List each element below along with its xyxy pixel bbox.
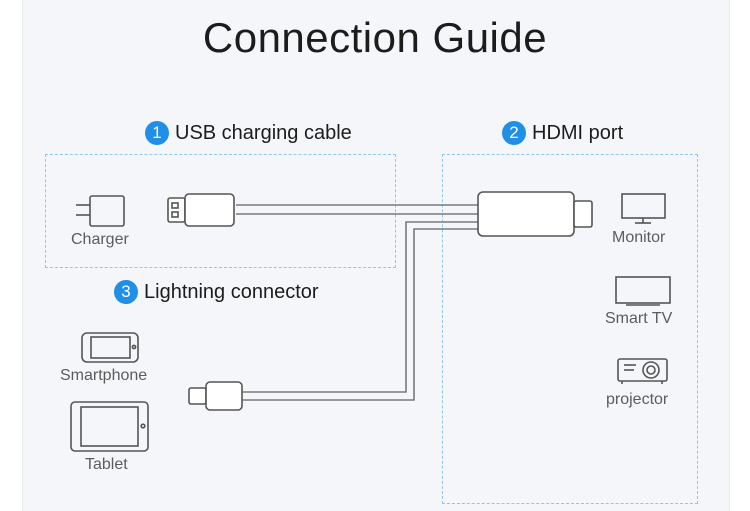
hdmi-plug-icon [477, 191, 593, 237]
smart-tv-label: Smart TV [605, 310, 673, 327]
lightning-plug-icon [188, 381, 243, 411]
number-badge: 2 [502, 121, 526, 145]
hdmi-heading: 2 HDMI port [502, 121, 623, 145]
smartphone-icon [81, 332, 139, 363]
hdmi-region [442, 154, 698, 504]
lightning-cable [242, 221, 478, 401]
page-title: Connection Guide [202, 14, 548, 61]
usb-cable [236, 204, 478, 215]
tablet-icon [70, 401, 149, 452]
tv-icon [615, 276, 671, 306]
projector-label: projector [606, 391, 669, 408]
lightning-heading-text: Lightning connector [144, 280, 319, 303]
lightning-heading: 3 Lightning connector [114, 280, 319, 304]
projector-icon [617, 358, 668, 384]
hdmi-heading-text: HDMI port [532, 121, 624, 144]
tablet-label: Tablet [85, 456, 128, 473]
usb-heading: 1 USB charging cable [145, 121, 352, 145]
smartphone-label: Smartphone [60, 367, 148, 384]
monitor-label: Monitor [612, 229, 666, 246]
number-badge: 1 [145, 121, 169, 145]
usb-heading-text: USB charging cable [175, 121, 352, 144]
charger-label: Charger [71, 231, 129, 248]
usb-plug-icon [167, 193, 235, 227]
usb-region [45, 154, 396, 268]
monitor-icon [621, 193, 666, 224]
charger-icon [76, 195, 125, 227]
number-badge: 3 [114, 280, 138, 304]
